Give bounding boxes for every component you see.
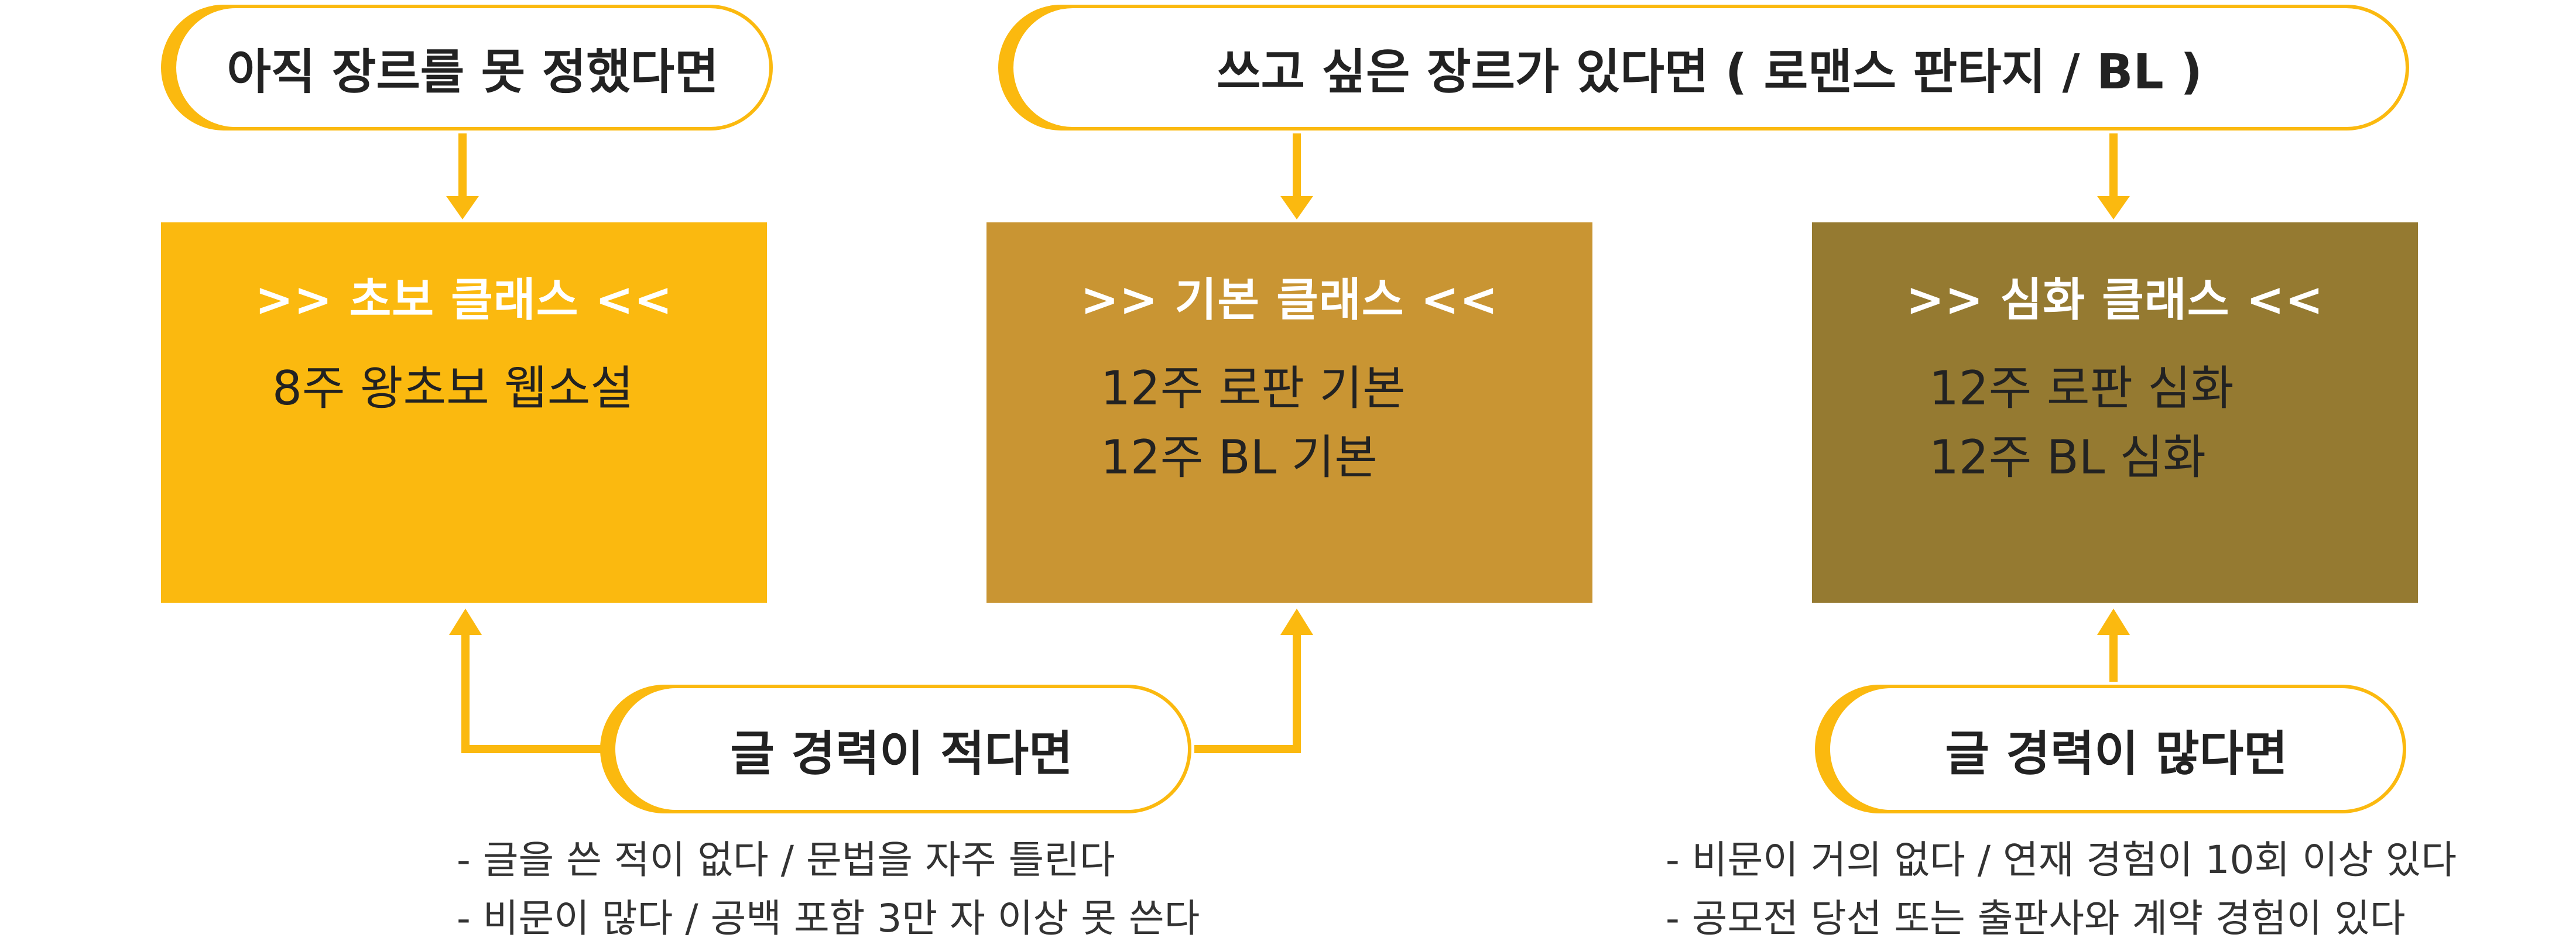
condition-no-genre-text: 아직 장르를 못 정했다면	[227, 44, 719, 100]
arrowhead-down-basic	[1280, 196, 1313, 219]
arrowhead-down-advanced	[2097, 196, 2130, 219]
condition-no-genre: 아직 장르를 못 정했다면	[173, 5, 773, 130]
class-box-beginner: >> 초보 클래스 << 8주 왕초보 웹소설	[161, 222, 767, 603]
class-title-basic: >> 기본 클래스 <<	[1080, 274, 1499, 327]
class-item: 12주 로판 심화	[1929, 361, 2234, 415]
line-little-exp-to-beginner	[461, 632, 609, 753]
class-item: 12주 로판 기본	[1101, 361, 1406, 415]
condition-little-experience-text: 글 경력이 적다면	[730, 726, 1073, 782]
arrowhead-down-beginner	[446, 196, 479, 219]
class-box-advanced: >> 심화 클래스 << 12주 로판 심화 12주 BL 심화	[1812, 222, 2418, 603]
condition-little-experience: 글 경력이 적다면	[612, 685, 1191, 813]
arrowhead-up-advanced	[2097, 609, 2130, 635]
note-item: - 비문이 많다 / 공백 포함 3만 자 이상 못 쓴다	[457, 896, 1200, 941]
line-little-exp-to-basic	[1194, 632, 1301, 753]
class-title-advanced: >> 심화 클래스 <<	[1906, 274, 2324, 327]
class-item: 12주 BL 심화	[1929, 430, 2206, 485]
note-item: - 글을 쓴 적이 없다 / 문법을 자주 틀린다	[457, 837, 1115, 882]
arrowhead-up-basic	[1280, 609, 1313, 635]
note-item: - 공모전 당선 또는 출판사와 계약 경험이 있다	[1666, 896, 2406, 941]
note-item: - 비문이 거의 없다 / 연재 경험이 10회 이상 있다	[1666, 837, 2457, 882]
condition-has-genre-text: 쓰고 싶은 장르가 있다면 ( 로맨스 판타지 / BL )	[1217, 44, 2202, 100]
arrowhead-up-beginner	[449, 609, 482, 635]
condition-much-experience: 글 경력이 많다면	[1827, 685, 2406, 813]
class-item: 12주 BL 기본	[1101, 430, 1378, 485]
class-title-beginner: >> 초보 클래스 <<	[255, 274, 673, 327]
class-box-basic: >> 기본 클래스 << 12주 로판 기본 12주 BL 기본	[986, 222, 1592, 603]
notes-much-experience: - 비문이 거의 없다 / 연재 경험이 10회 이상 있다 - 공모전 당선 …	[1666, 831, 2457, 948]
condition-has-genre: 쓰고 싶은 장르가 있다면 ( 로맨스 판타지 / BL )	[1010, 5, 2409, 130]
condition-much-experience-text: 글 경력이 많다면	[1945, 726, 2288, 782]
class-item: 8주 왕초보 웹소설	[272, 361, 633, 415]
notes-little-experience: - 글을 쓴 적이 없다 / 문법을 자주 틀린다 - 비문이 많다 / 공백 …	[457, 831, 1200, 948]
